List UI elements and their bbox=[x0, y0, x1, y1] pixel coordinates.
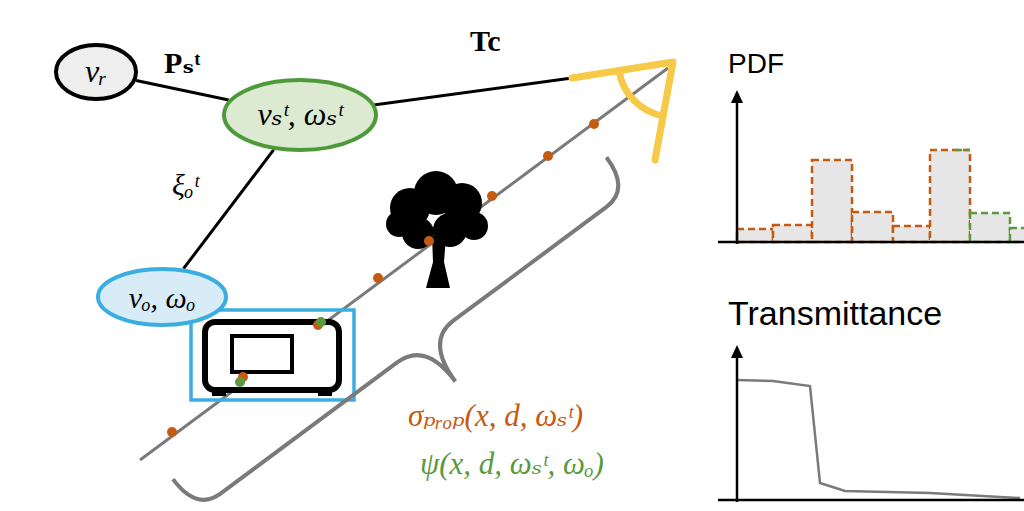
transmittance-curve bbox=[737, 380, 1020, 498]
graph-edge bbox=[136, 80, 229, 100]
node-label: vₛᵗ, ωₛᵗ bbox=[257, 97, 342, 132]
graph-node: vₛᵗ, ωₛᵗ bbox=[222, 78, 378, 152]
edge-label: ξₒᵗ bbox=[172, 168, 198, 203]
axis-arrow bbox=[731, 345, 743, 358]
x-axis bbox=[718, 499, 1024, 502]
graph-edge bbox=[184, 150, 274, 269]
camera-arc bbox=[619, 71, 663, 116]
formula-label: σₚᵣₒₚ(x, d, ωₛᵗ) bbox=[408, 398, 583, 434]
graph-node: vᵣ bbox=[54, 43, 138, 101]
y-axis bbox=[736, 100, 739, 244]
histogram-bar bbox=[812, 160, 852, 242]
sample-dot bbox=[543, 151, 553, 161]
brace bbox=[173, 157, 660, 511]
node-label: vᵣ bbox=[85, 54, 107, 89]
node-text: vₛᵗ, ωₛᵗ bbox=[257, 97, 342, 132]
histogram bbox=[737, 150, 1024, 242]
sample-dot bbox=[316, 317, 326, 327]
histogram-bar bbox=[970, 213, 1010, 242]
edge-label: Pₛᵗ bbox=[164, 46, 201, 81]
transmittance-chart bbox=[718, 345, 1024, 502]
car-icon bbox=[205, 322, 339, 396]
car-wheel bbox=[318, 388, 332, 396]
transform-label: Tc bbox=[470, 24, 501, 59]
car-wheel bbox=[212, 388, 226, 396]
sample-dot bbox=[167, 427, 177, 437]
camera-frustum bbox=[572, 62, 673, 160]
node-text: vᵣ bbox=[85, 54, 107, 89]
histogram-bar bbox=[1010, 228, 1024, 242]
formula-label: ψ(x, d, ωₛᵗ, ωₒ) bbox=[420, 446, 604, 482]
node-ellipse bbox=[98, 269, 226, 325]
curly-brace bbox=[173, 157, 660, 511]
histogram-edge bbox=[955, 149, 970, 152]
histogram-bar bbox=[773, 225, 812, 242]
node-label: vₒ, ωₒ bbox=[129, 281, 196, 314]
sample-dots bbox=[167, 119, 599, 437]
node-ellipse bbox=[56, 45, 136, 99]
histogram-bar bbox=[893, 226, 930, 242]
car-body bbox=[205, 322, 339, 390]
axis-arrow bbox=[731, 90, 743, 103]
object-box bbox=[191, 310, 354, 400]
tree-canopy bbox=[386, 211, 412, 237]
sample-dot bbox=[235, 377, 245, 387]
car-window bbox=[232, 336, 292, 372]
node-ellipse bbox=[224, 80, 376, 150]
x-axis bbox=[718, 241, 1024, 244]
sample-dot bbox=[487, 191, 497, 201]
chart-title: PDF bbox=[728, 48, 784, 80]
histogram-bar bbox=[930, 150, 970, 242]
camera-ray bbox=[140, 68, 668, 460]
y-axis bbox=[736, 355, 739, 502]
tree-icon bbox=[386, 171, 488, 288]
camera-icon bbox=[572, 62, 673, 160]
node-text: vₒ, ωₒ bbox=[129, 281, 196, 314]
histogram-bar bbox=[852, 212, 893, 242]
pdf-chart bbox=[718, 90, 1024, 244]
histogram-bar bbox=[737, 229, 773, 242]
sample-dot bbox=[373, 273, 383, 283]
chart-title: Transmittance bbox=[728, 294, 942, 333]
graph-node: vₒ, ωₒ bbox=[96, 267, 228, 327]
sample-dot bbox=[589, 119, 599, 129]
sample-dot bbox=[424, 236, 434, 246]
